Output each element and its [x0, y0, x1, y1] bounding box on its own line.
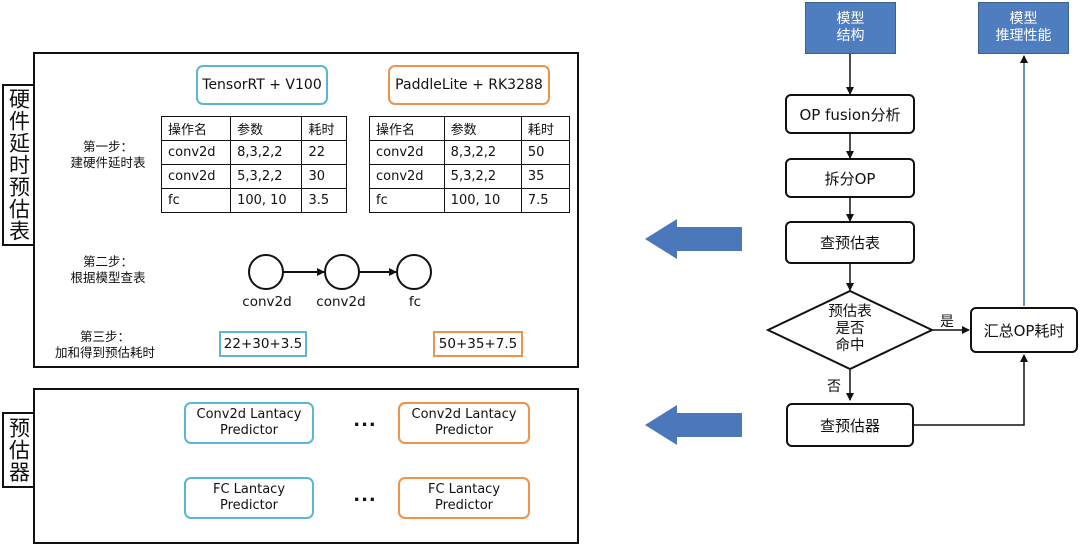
- yes-label: 是: [940, 314, 954, 330]
- hw-paddlelite-box: PaddleLite + RK3288: [388, 65, 550, 105]
- ellipsis-dots: ...: [353, 485, 377, 506]
- graph-node-2: [324, 254, 360, 290]
- predictor-line1: FC Lantacy: [212, 482, 286, 497]
- lookup-table-box: 查预估表: [785, 221, 915, 264]
- table-row: fc 100, 10 3.5: [160, 188, 347, 213]
- step3-line1: 第三步：: [79, 329, 130, 344]
- predictor-line1: FC Lantacy: [427, 482, 501, 497]
- header-param: 参数: [230, 116, 303, 141]
- step2-line2: 根据模型查表: [70, 270, 146, 285]
- table-cell: 50: [520, 140, 571, 165]
- graph-node-label-2: conv2d: [316, 294, 366, 310]
- table-cell: 8,3,2,2: [230, 140, 303, 165]
- predictor-fc-tensorrt: FC Lantacy Predictor: [184, 477, 314, 519]
- step2-label: 第二步： 根据模型查表: [60, 254, 156, 286]
- no-label: 否: [827, 379, 841, 395]
- table-cell: 3.5: [301, 188, 347, 213]
- table-cell: 7.5: [520, 188, 571, 213]
- flow-edge-predictor: [914, 354, 1028, 426]
- header-op: 操作名: [369, 116, 445, 141]
- predictor-line2: Predictor: [219, 423, 279, 438]
- model-structure-box: 模型 结构: [805, 2, 896, 54]
- predictor-line2: Predictor: [434, 423, 494, 438]
- predictor-lookup-box: 查预估器: [786, 403, 914, 447]
- table-header-row: 操作名 参数 耗时: [369, 116, 571, 141]
- step2-line1: 第二步：: [82, 254, 133, 269]
- step3-label: 第三步： 加和得到预估耗时: [40, 329, 170, 361]
- graph-node-1: [248, 254, 284, 290]
- step1-line1: 第一步：: [82, 139, 133, 154]
- latency-table-tensorrt: 操作名 参数 耗时 conv2d 8,3,2,2 22 conv2d 5,3,2…: [160, 116, 347, 213]
- ellipsis-dots: ...: [353, 410, 377, 431]
- table-cell: 22: [301, 140, 347, 165]
- table-row: conv2d 8,3,2,2 22: [160, 140, 347, 165]
- model-perf-box: 模型 推理性能: [978, 2, 1069, 54]
- predictor-line2: Predictor: [434, 498, 494, 513]
- decision-line1: 预估表: [828, 304, 872, 320]
- sum-box-tensorrt: 22+30+3.5: [219, 331, 307, 357]
- predictor-conv2d-tensorrt: Conv2d Lantacy Predictor: [184, 402, 314, 444]
- table-cell: 30: [301, 164, 347, 189]
- graph-node-label-3: fc: [408, 294, 422, 310]
- latency-table-side-label: 硬件延时预估表: [2, 84, 35, 246]
- table-cell: fc: [369, 188, 445, 213]
- model-perf-line2: 推理性能: [995, 28, 1052, 44]
- header-op: 操作名: [160, 116, 232, 141]
- decision-line2: 是否: [835, 321, 865, 337]
- split-op-box: 拆分OP: [785, 158, 915, 198]
- predictor-line1: Conv2d Lantacy: [411, 407, 517, 422]
- table-header-row: 操作名 参数 耗时: [160, 116, 347, 141]
- sum-box-paddlelite: 50+35+7.5: [433, 331, 523, 357]
- step1-line2: 建硬件延时表: [70, 155, 146, 170]
- decision-diamond: [765, 289, 935, 371]
- table-cell: 5,3,2,2: [230, 164, 303, 189]
- sum-op-box: 汇总OP耗时: [970, 307, 1078, 353]
- op-fusion-box: OP fusion分析: [785, 94, 915, 134]
- model-structure-line1: 模型: [836, 11, 865, 27]
- graph-node-label-1: conv2d: [242, 294, 292, 310]
- decision-label: 预估表 是否 命中: [815, 304, 885, 355]
- predictor-fc-paddlelite: FC Lantacy Predictor: [398, 477, 530, 519]
- big-arrow-left-bottom: [645, 405, 742, 445]
- table-row: fc 100, 10 7.5: [369, 188, 571, 213]
- hw-tensorrt-box: TensorRT + V100: [196, 65, 328, 105]
- table-cell: 100, 10: [443, 188, 522, 213]
- latency-table-paddlelite: 操作名 参数 耗时 conv2d 8,3,2,2 50 conv2d 5,3,2…: [369, 116, 571, 213]
- header-param: 参数: [443, 116, 522, 141]
- step3-line2: 加和得到预估耗时: [54, 345, 155, 360]
- graph-node-3: [396, 254, 432, 290]
- step1-label: 第一步： 建硬件延时表: [60, 139, 156, 171]
- table-cell: fc: [160, 188, 232, 213]
- decision-line3: 命中: [835, 338, 865, 354]
- predictor-side-label: 预估器: [2, 412, 35, 488]
- header-time: 耗时: [301, 116, 347, 141]
- table-cell: 100, 10: [230, 188, 303, 213]
- table-row: conv2d 5,3,2,2 30: [160, 164, 347, 189]
- predictor-line1: Conv2d Lantacy: [196, 407, 302, 422]
- predictor-conv2d-paddlelite: Conv2d Lantacy Predictor: [398, 402, 530, 444]
- model-structure-line2: 结构: [836, 28, 865, 44]
- model-perf-line1: 模型: [1009, 11, 1038, 27]
- big-arrow-left-top: [645, 219, 742, 259]
- predictor-line2: Predictor: [219, 498, 279, 513]
- table-cell: conv2d: [160, 140, 232, 165]
